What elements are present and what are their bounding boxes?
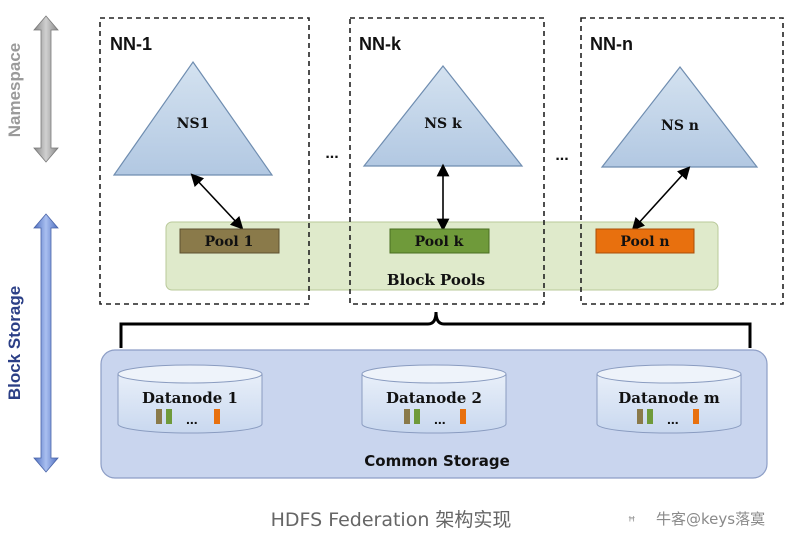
datanode-2: Datanode 2 ... [361,364,507,434]
datanode-m-cylinder-body [596,374,742,434]
namenode-box-n [580,17,784,305]
datanode-m-label: Datanode m [618,389,720,407]
figure-caption: HDFS Federation 架构实现 [271,509,512,531]
datanode-1-cylinder-body [117,374,263,434]
ellipsis-left: ... [325,145,338,162]
ellipsis-right: ... [555,147,568,164]
datanode-1-block-pool1 [156,409,162,424]
block-storage-double-arrow-icon [33,213,59,473]
namenode-box-1 [99,17,310,305]
datanode-1-label: Datanode 1 [142,389,238,407]
watermark-text: 牛客@keys落寞 [656,510,765,528]
block-storage-label: Block Storage [5,286,24,400]
namespace-pool-arrow-1 [190,173,244,230]
namenode-box-k [349,17,545,305]
common-storage-label: Common Storage [364,452,510,470]
datanode-2-block-pool1 [404,409,410,424]
block-pools-label: Block Pools [387,271,485,289]
datanode-2-cylinder-top [361,364,507,384]
pool-n-label: Pool n [620,234,669,250]
namespace-label-k: NS k [424,116,462,132]
namenode-title-k: NN-k [359,34,402,54]
datanode-2-label: Datanode 2 [386,389,482,407]
datanode-m-block-pool1 [637,409,643,424]
pool-1-label: Pool 1 [205,234,254,250]
block-storage-axis: Block Storage [5,213,59,473]
datanode-m-block-ellipsis: ... [667,411,679,427]
pool-k: Pool k [389,228,490,254]
datanode-m-block-pooln [693,409,699,424]
datanode-m: Datanode m ... [596,364,742,434]
pool-n: Pool n [595,228,695,254]
namespace-triangle-n [600,66,759,168]
namespace-label: Namespace [5,43,24,138]
namespace-axis: Namespace [5,15,59,163]
pool-n-box [595,228,695,254]
datanode-2-cylinder-body [361,374,507,434]
datanode-1-cylinder-top [117,364,263,384]
pool-1: Pool 1 [179,228,280,254]
namenode-title-n: NN-n [590,34,633,54]
datanode-m-cylinder-top [596,364,742,384]
datanode-2-block-pooln [460,409,466,424]
watermark: ꟸ 牛客@keys落寞 [628,510,765,530]
datanode-1-block-ellipsis: ... [186,411,198,427]
watermark-logo-icon: ꟸ [628,515,636,530]
datanode-m-block-poolk [647,409,653,424]
datanode-2-block-ellipsis: ... [434,411,446,427]
namespace-pool-arrow-n [631,166,691,231]
datanode-2-block-poolk [414,409,420,424]
namenode-title-1: NN-1 [110,34,152,54]
datanode-1-block-poolk [166,409,172,424]
datanode-1: Datanode 1 ... [117,364,263,434]
pool-k-label: Pool k [415,234,464,250]
connection-brace [119,311,752,348]
datanode-1-block-pooln [214,409,220,424]
namespace-label-n: NS n [661,118,699,134]
pool-1-box [179,228,280,254]
namespace-double-arrow-icon [33,15,59,163]
namespace-label-1: NS1 [177,116,210,132]
pool-k-box [389,228,490,254]
